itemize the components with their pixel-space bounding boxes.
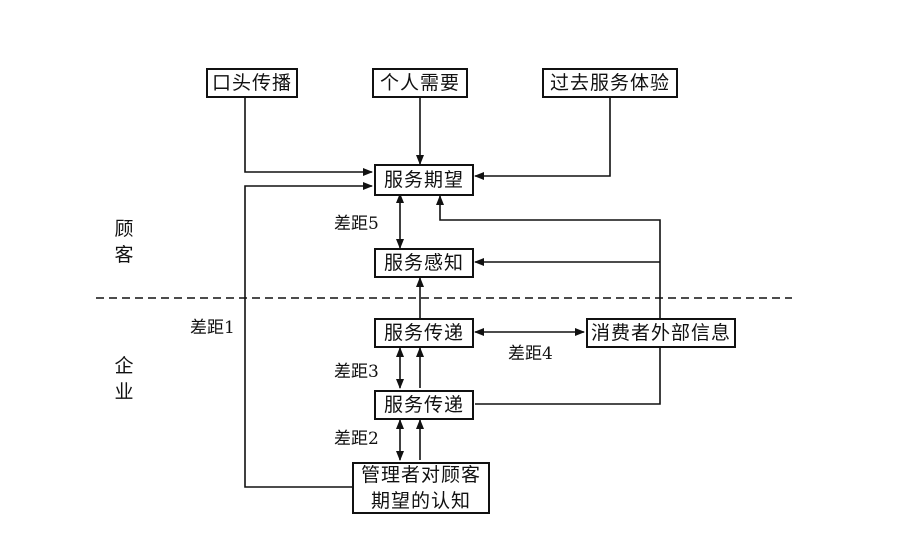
zone-customer-char1: 顾 bbox=[114, 218, 134, 240]
node-past-experience-label: 过去服务体验 bbox=[549, 72, 670, 94]
node-service-specification: 服务传递 bbox=[374, 390, 474, 420]
node-personal-needs: 个人需要 bbox=[372, 68, 468, 98]
node-word-of-mouth-label: 口头传播 bbox=[211, 72, 292, 94]
gap3-label: 差距3 bbox=[334, 362, 379, 382]
zone-company-char1: 企 bbox=[114, 355, 134, 377]
node-service-specification-label: 服务传递 bbox=[383, 394, 464, 416]
node-expected-service: 服务期望 bbox=[374, 164, 474, 196]
node-management-perception: 管理者对顾客 期望的认知 bbox=[352, 462, 490, 514]
gap2-label: 差距2 bbox=[334, 429, 379, 449]
node-past-experience: 过去服务体验 bbox=[542, 68, 678, 98]
gap5-label: 差距5 bbox=[334, 214, 379, 234]
edge-word-of-mouth-to-expected bbox=[244, 96, 373, 176]
node-external-communications-label: 消费者外部信息 bbox=[590, 322, 731, 344]
zone-company-char2: 业 bbox=[114, 381, 134, 403]
node-personal-needs-label: 个人需要 bbox=[379, 72, 460, 94]
node-management-perception-line2: 期望的认知 bbox=[370, 490, 471, 512]
node-service-delivery-label: 服务传递 bbox=[383, 322, 464, 344]
node-expected-service-label: 服务期望 bbox=[383, 169, 464, 191]
node-perceived-service-label: 服务感知 bbox=[383, 252, 464, 274]
edge-external-to-expected bbox=[436, 195, 661, 318]
gap4-label: 差距4 bbox=[508, 344, 553, 364]
node-external-communications: 消费者外部信息 bbox=[586, 318, 736, 348]
node-management-perception-line1: 管理者对顾客 bbox=[360, 464, 481, 486]
zone-customer-label: 顾 客 bbox=[112, 216, 136, 268]
gap1-label: 差距1 bbox=[190, 318, 235, 338]
edge-spec-to-external bbox=[475, 348, 661, 405]
node-service-delivery: 服务传递 bbox=[374, 318, 474, 348]
edge-gap1 bbox=[244, 182, 373, 488]
zone-company-label: 企 业 bbox=[112, 353, 136, 405]
node-perceived-service: 服务感知 bbox=[374, 248, 474, 278]
edge-past-experience-to-expected bbox=[474, 96, 611, 180]
zone-customer-char2: 客 bbox=[114, 244, 134, 266]
node-word-of-mouth: 口头传播 bbox=[206, 68, 298, 98]
